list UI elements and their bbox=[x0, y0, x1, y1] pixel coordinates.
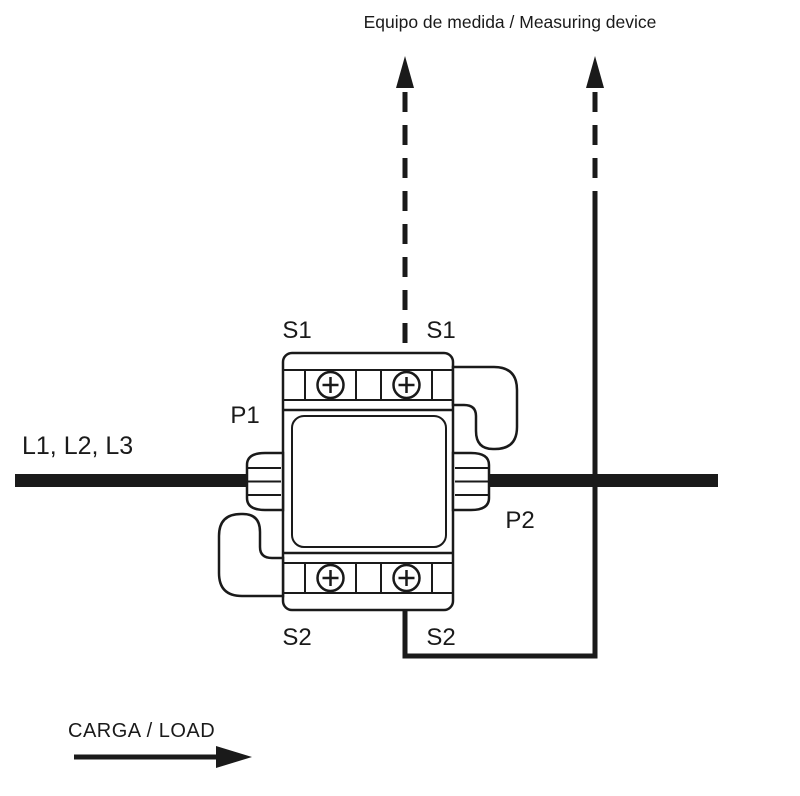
current-transformer bbox=[217, 351, 519, 612]
label-p1: P1 bbox=[230, 402, 259, 429]
label-p2: P2 bbox=[505, 507, 534, 534]
mounting-bracket-bottom-left bbox=[217, 512, 285, 598]
label-s2-left: S2 bbox=[282, 624, 311, 651]
measuring-device-label: Equipo de medida / Measuring device bbox=[364, 12, 657, 32]
label-s1-left: S1 bbox=[282, 317, 311, 344]
cable-clamp-left bbox=[245, 451, 285, 512]
screw-s2-right-icon bbox=[392, 563, 421, 593]
up-arrow-right-icon bbox=[586, 56, 604, 88]
screw-s2-left-icon bbox=[316, 563, 345, 593]
primary-conductor-left bbox=[15, 474, 252, 487]
load-arrow-head-icon bbox=[216, 746, 252, 768]
mounting-bracket-top-right bbox=[451, 365, 519, 451]
label-s2-right: S2 bbox=[426, 624, 455, 651]
label-s1-right: S1 bbox=[426, 317, 455, 344]
primary-conductor-right bbox=[488, 474, 718, 487]
s2-wire-solid bbox=[402, 206, 598, 659]
label-load: CARGA / LOAD bbox=[68, 720, 215, 742]
screw-s1-right-icon bbox=[392, 370, 421, 400]
label-phase-lines: L1, L2, L3 bbox=[22, 432, 133, 460]
cable-clamp-right bbox=[451, 451, 491, 512]
device-window bbox=[291, 415, 447, 548]
load-direction: CARGA / LOAD bbox=[68, 720, 252, 768]
secondary-wiring bbox=[396, 56, 604, 659]
up-arrow-left-icon bbox=[396, 56, 414, 88]
screw-s1-left-icon bbox=[316, 370, 345, 400]
